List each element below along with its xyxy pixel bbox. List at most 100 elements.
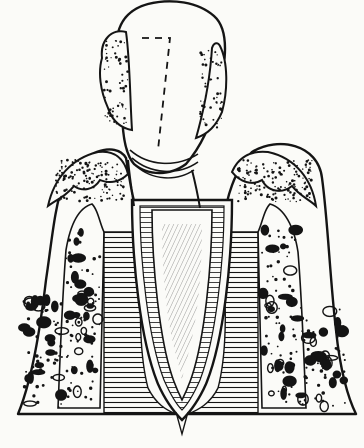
- stipple-dot: [246, 164, 248, 166]
- bone-dot: [70, 382, 72, 384]
- bone-dot: [36, 360, 39, 363]
- stipple-dot: [201, 77, 203, 79]
- stipple-dot: [86, 166, 88, 168]
- stipple-dot: [89, 183, 90, 184]
- stipple-dot: [215, 63, 217, 65]
- stipple-dot: [119, 102, 120, 103]
- stipple-dot: [237, 200, 239, 202]
- stipple-dot: [106, 186, 108, 188]
- stipple-dot: [72, 161, 74, 163]
- bone-dot: [65, 257, 67, 259]
- bone-dot: [290, 357, 293, 360]
- bone-dot: [343, 325, 345, 327]
- stipple-dot: [73, 191, 76, 194]
- stipple-dot: [219, 65, 221, 67]
- bone-dot: [66, 356, 68, 358]
- stipple-dot: [294, 174, 296, 176]
- marrow-space: [333, 371, 340, 378]
- stipple-dot: [210, 57, 212, 59]
- stipple-dot: [245, 196, 247, 198]
- stipple-dot: [122, 106, 123, 107]
- bone-dot: [67, 387, 70, 390]
- stipple-dot: [205, 83, 207, 85]
- bone-dot: [278, 251, 280, 253]
- stipple-dot: [216, 126, 218, 128]
- bone-dot: [53, 361, 56, 364]
- stipple-dot: [254, 169, 256, 171]
- stipple-dot: [65, 165, 67, 167]
- bone-dot: [278, 390, 280, 392]
- stipple-dot: [250, 180, 252, 182]
- stipple-dot: [107, 162, 109, 164]
- bone-dot: [90, 398, 93, 401]
- marrow-space: [319, 328, 327, 336]
- bone-dot: [35, 354, 39, 358]
- stipple-dot: [309, 167, 310, 168]
- stipple-dot: [299, 193, 302, 196]
- stipple-dot: [262, 163, 264, 165]
- stipple-dot: [108, 66, 109, 67]
- bone-dot: [35, 385, 39, 389]
- bone-dot: [290, 316, 293, 319]
- stipple-dot: [74, 159, 76, 161]
- stipple-dot: [106, 41, 108, 43]
- bone-dot: [60, 302, 64, 306]
- stipple-dot: [249, 171, 251, 173]
- bone-dot: [313, 355, 315, 357]
- stipple-dot: [309, 197, 311, 199]
- bone-dot: [24, 324, 27, 327]
- stipple-dot: [119, 193, 121, 195]
- stipple-dot: [92, 173, 93, 174]
- bone-dot: [66, 281, 69, 284]
- bone-dot: [264, 316, 268, 320]
- stipple-dot: [293, 192, 295, 194]
- stipple-dot: [122, 87, 125, 90]
- bone-dot: [90, 342, 93, 345]
- bone-dot: [70, 286, 72, 288]
- stipple-dot: [120, 198, 123, 201]
- stipple-dot: [108, 197, 110, 199]
- stipple-dot: [247, 191, 249, 193]
- stipple-dot: [89, 197, 91, 199]
- bone-dot: [72, 325, 74, 327]
- bone-dot: [47, 359, 50, 362]
- bone-dot: [23, 300, 26, 303]
- bone-dot: [278, 236, 280, 238]
- bone-dot: [42, 384, 45, 387]
- bone-dot: [273, 251, 275, 253]
- stipple-dot: [78, 182, 80, 184]
- stipple-dot: [93, 186, 95, 188]
- bone-dot: [59, 345, 62, 348]
- stipple-dot: [216, 97, 217, 98]
- bone-dot: [81, 269, 83, 271]
- bone-dot: [267, 265, 270, 268]
- marrow-space: [65, 311, 76, 319]
- stipple-dot: [294, 180, 296, 182]
- marrow-space: [26, 304, 36, 310]
- stipple-dot: [57, 182, 59, 184]
- bone-dot: [279, 354, 281, 356]
- bone-dot: [71, 366, 73, 368]
- stipple-dot: [256, 188, 257, 189]
- stipple-dot: [221, 101, 223, 103]
- marrow-space: [330, 378, 337, 388]
- stipple-dot: [306, 160, 309, 163]
- stipple-dot: [104, 183, 107, 186]
- stipple-dot: [106, 53, 107, 54]
- stipple-dot: [308, 168, 311, 171]
- stipple-dot: [204, 59, 206, 61]
- stipple-dot: [297, 191, 299, 193]
- marrow-space: [73, 295, 83, 302]
- stipple-dot: [63, 173, 64, 174]
- stipple-dot: [204, 64, 207, 67]
- stipple-dot: [78, 200, 81, 203]
- stipple-dot: [109, 120, 110, 121]
- stipple-dot: [221, 118, 222, 119]
- stipple-dot: [108, 174, 110, 176]
- bone-dot: [266, 280, 268, 282]
- bone-dot: [296, 351, 298, 353]
- stipple-dot: [280, 186, 282, 188]
- bone-dot: [92, 302, 95, 305]
- bone-dot: [338, 328, 340, 330]
- stipple-dot: [209, 106, 212, 109]
